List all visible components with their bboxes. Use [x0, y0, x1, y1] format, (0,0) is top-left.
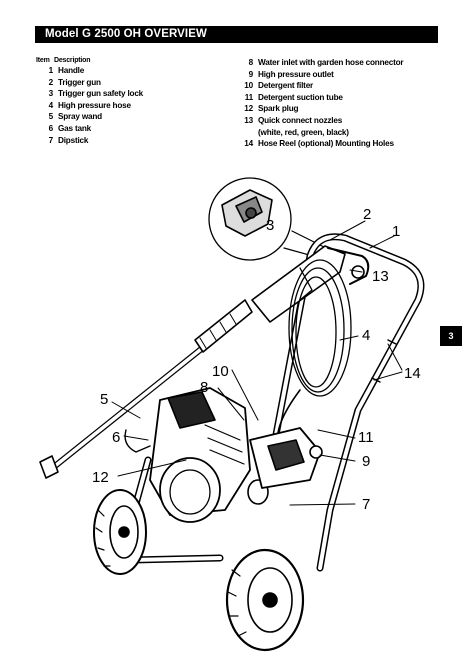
legend-desc: Spray wand: [58, 112, 102, 122]
legend-row: 4 High pressure hose: [36, 100, 236, 112]
legend-row: 8 Water inlet with garden hose connector: [237, 57, 447, 69]
legend-num: 6: [48, 123, 54, 133]
legend-desc: Detergent suction tube: [258, 92, 343, 102]
callout-11: 11: [358, 429, 374, 446]
legend-row: 11 Detergent suction tube: [237, 92, 447, 104]
callout-8: 8: [200, 379, 208, 396]
legend-num: 12: [244, 104, 253, 114]
legend-desc: Handle: [58, 66, 85, 75]
legend-num: 8: [248, 58, 254, 67]
trigger-lock-detail-inset: [208, 177, 331, 261]
callout-leaders: [111, 220, 403, 506]
callout-10: 10: [212, 363, 229, 380]
legend-num: 13: [244, 115, 253, 125]
trigger-gun: [251, 245, 370, 323]
legend-num: 4: [48, 100, 54, 110]
legend-row: 7 Dipstick: [36, 135, 236, 147]
pump: [249, 427, 323, 489]
legend-row: 1 Handle: [36, 65, 236, 77]
callout-14: 14: [404, 365, 421, 382]
spray-wand: [39, 299, 253, 479]
legend-desc: Trigger gun: [58, 77, 101, 87]
legend-num: 5: [48, 112, 54, 122]
callout-13: 13: [372, 268, 389, 285]
engine: [124, 387, 269, 523]
legend-num: 11: [244, 92, 253, 102]
legend-desc: Dipstick: [58, 135, 89, 145]
legend-desc: Gas tank: [58, 123, 91, 133]
legend-desc: Water inlet with garden hose connector: [258, 58, 404, 67]
page-title: Model G 2500 OH OVERVIEW: [35, 26, 438, 43]
legend-desc: Detergent filter: [258, 81, 314, 91]
legend-desc: Quick connect nozzles: [258, 115, 343, 125]
callout-2: 2: [363, 206, 371, 223]
legend-header-description: Description: [54, 57, 91, 64]
legend-num: 2: [48, 77, 54, 87]
callout-12: 12: [92, 469, 109, 486]
callout-4: 4: [362, 327, 370, 344]
legend-row: 2 Trigger gun: [36, 77, 236, 89]
legend-row: 9 High pressure outlet: [237, 69, 447, 81]
legend-desc: Spark plug: [258, 104, 299, 114]
legend-desc: (white, red, green, black): [258, 127, 349, 137]
legend-num: 9: [248, 69, 254, 79]
legend-row: 6 Gas tank: [36, 123, 236, 135]
legend-desc: Trigger gun safety lock: [58, 89, 144, 99]
legend-num: 3: [48, 89, 54, 99]
legend-row: 12 Spark plug: [237, 103, 447, 115]
legend-row: 10 Detergent filter: [237, 80, 447, 92]
legend-desc: High pressure hose: [58, 100, 131, 110]
high-pressure-hose-coil: [276, 259, 352, 451]
callout-5: 5: [100, 391, 108, 408]
legend-row: 5 Spray wand: [36, 111, 236, 123]
callout-9: 9: [362, 453, 370, 470]
legend-header-item: Item: [36, 57, 50, 64]
legend-num: 14: [244, 139, 253, 149]
callout-3-inset: 3: [266, 217, 274, 234]
legend-desc: High pressure outlet: [258, 69, 334, 79]
front-wheel: [93, 489, 147, 575]
callout-1: 1: [392, 223, 400, 240]
legend-row: 3 Trigger gun safety lock: [36, 88, 236, 100]
legend-num: 7: [48, 135, 54, 145]
legend-num: 1: [48, 66, 54, 75]
rear-wheel: [225, 548, 305, 652]
legend-num: 10: [244, 81, 253, 91]
legend-desc: Hose Reel (optional) Mounting Holes: [258, 139, 394, 149]
callout-7: 7: [362, 496, 370, 513]
page-number-tab: 3: [440, 326, 462, 346]
legend-row: (white, red, green, black): [237, 127, 447, 139]
legend-row: 13 Quick connect nozzles: [237, 115, 447, 127]
legend-row: 14 Hose Reel (optional) Mounting Holes: [237, 138, 447, 150]
callout-6: 6: [112, 429, 120, 446]
legend-header: Item Description: [36, 57, 236, 64]
